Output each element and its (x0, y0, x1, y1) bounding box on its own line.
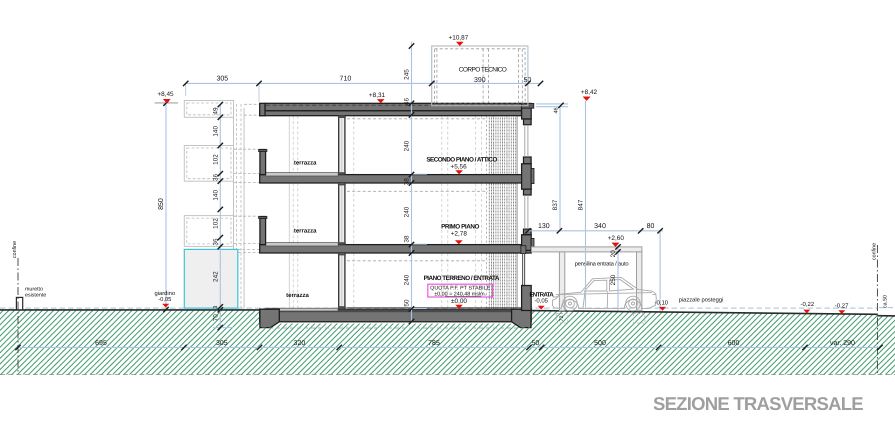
svg-text:esistente: esistente (25, 293, 46, 299)
svg-text:SECONDO PIANO / ATTICO: SECONDO PIANO / ATTICO (426, 156, 497, 163)
svg-text:250: 250 (610, 274, 617, 285)
svg-text:giardino: giardino (154, 290, 175, 297)
svg-text:46: 46 (554, 108, 560, 114)
svg-text:80: 80 (647, 223, 655, 230)
svg-text:305: 305 (216, 340, 228, 347)
svg-text:QUOTA P.F. PT STABILE: QUOTA P.F. PT STABILE (430, 285, 491, 291)
svg-text:+5,56: +5,56 (451, 163, 468, 170)
svg-text:36: 36 (213, 173, 220, 181)
svg-text:3: 3 (213, 306, 219, 309)
svg-text:240: 240 (404, 274, 411, 285)
svg-text:-0,22: -0,22 (801, 301, 815, 308)
svg-text:muretto: muretto (25, 287, 43, 293)
svg-text:confine: confine (12, 241, 18, 258)
svg-text:±0,00 = 240,48 mslm.: ±0,00 = 240,48 mslm. (434, 292, 486, 298)
svg-text:50: 50 (404, 299, 411, 307)
svg-text:PIANO TERRENO / ENTRATA: PIANO TERRENO / ENTRATA (424, 275, 500, 282)
svg-text:pensilina entrata / auto: pensilina entrata / auto (575, 260, 629, 267)
svg-text:piazzale posteggi: piazzale posteggi (679, 297, 724, 304)
svg-text:500: 500 (594, 340, 606, 347)
svg-text:320: 320 (294, 340, 306, 347)
svg-text:ENTRATA: ENTRATA (529, 292, 554, 299)
svg-text:240: 240 (404, 140, 411, 151)
svg-text:-0,27: -0,27 (835, 303, 849, 310)
svg-text:var. 290: var. 290 (830, 340, 855, 347)
svg-text:240: 240 (404, 206, 411, 217)
svg-text:102: 102 (213, 218, 220, 229)
svg-text:+10,87: +10,87 (449, 35, 469, 42)
svg-text:46: 46 (404, 98, 411, 106)
svg-text:102: 102 (213, 154, 220, 165)
svg-text:CORPO TECNICO: CORPO TECNICO (459, 67, 507, 74)
svg-text:600: 600 (728, 340, 740, 347)
svg-text:+8,31: +8,31 (369, 92, 386, 99)
svg-text:+2,60: +2,60 (608, 235, 625, 242)
svg-text:20: 20 (610, 250, 617, 258)
svg-text:130: 130 (538, 223, 550, 230)
svg-text:50: 50 (532, 340, 540, 347)
svg-text:confine: confine (872, 243, 878, 260)
svg-text:36: 36 (213, 238, 220, 246)
svg-text:390: 390 (474, 77, 486, 84)
svg-text:70: 70 (213, 314, 220, 322)
svg-text:850: 850 (158, 198, 165, 210)
svg-text:+8,42: +8,42 (581, 89, 598, 96)
svg-text:terrazza: terrazza (294, 228, 317, 234)
svg-text:837: 837 (552, 199, 559, 210)
svg-text:245: 245 (404, 69, 411, 80)
svg-text:terrazza: terrazza (286, 293, 309, 299)
svg-text:38: 38 (404, 178, 411, 186)
svg-text:-0,05: -0,05 (158, 296, 171, 303)
svg-text:-0,10: -0,10 (654, 300, 668, 307)
svg-text:140: 140 (213, 126, 220, 137)
svg-text:terrazza: terrazza (294, 161, 317, 167)
svg-text:±0,00: ±0,00 (451, 298, 467, 305)
svg-text:72: 72 (559, 316, 565, 322)
svg-text:49: 49 (213, 107, 220, 115)
svg-text:847: 847 (578, 199, 585, 210)
svg-text:PRIMO PIANO: PRIMO PIANO (441, 223, 479, 230)
svg-text:+8,45: +8,45 (157, 91, 174, 98)
svg-text:340: 340 (594, 223, 606, 230)
svg-text:695: 695 (95, 340, 107, 347)
svg-text:38: 38 (404, 235, 411, 243)
svg-text:ca.50: ca.50 (883, 295, 889, 308)
svg-text:140: 140 (213, 190, 220, 201)
svg-text:710: 710 (340, 76, 352, 83)
svg-text:SEZIONE TRASVERSALE: SEZIONE TRASVERSALE (653, 393, 863, 414)
svg-text:-0,05: -0,05 (534, 297, 548, 304)
svg-text:785: 785 (428, 340, 440, 347)
svg-text:+2,78: +2,78 (451, 231, 468, 238)
svg-text:305: 305 (216, 76, 228, 83)
svg-text:242: 242 (213, 271, 220, 282)
